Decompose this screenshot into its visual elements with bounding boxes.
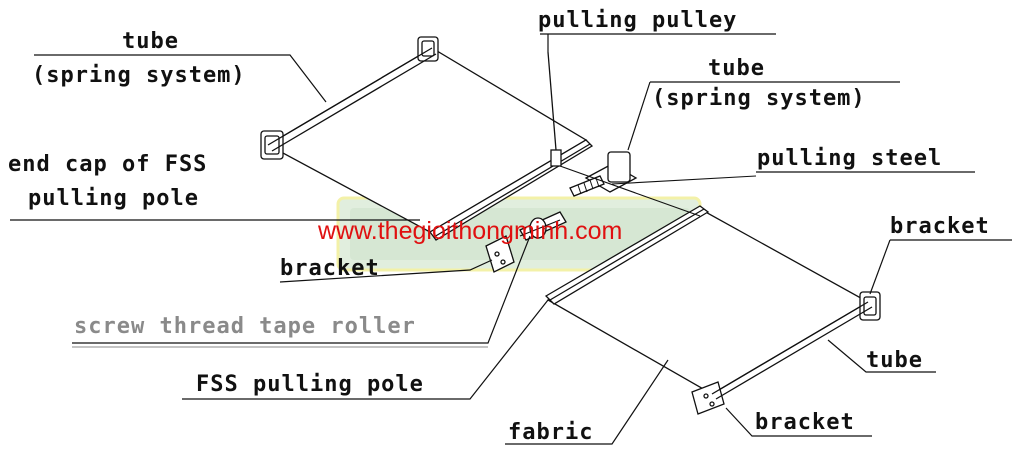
pulling-pulley-part [547,51,562,167]
label-tube-left: tube [122,29,179,54]
leader-lines [10,33,1012,445]
watermark-text: www.thegioithongminh.com [318,217,623,245]
pulling-steel-wire [519,165,757,237]
upper-shade [260,36,594,241]
label-pulling-steel: pulling steel [757,146,943,171]
label-bracket-bottom: bracket [755,410,855,435]
label-tube-lower: tube [866,348,923,373]
label-bracket-right-top: bracket [890,214,990,239]
label-pulling-pulley: pulling pulley [538,8,738,33]
label-screw-thread: screw thread tape roller [74,314,416,339]
label-spring-left: (spring system) [32,63,246,88]
label-fss-pole: FSS pulling pole [196,372,424,397]
label-fabric: fabric [508,420,594,445]
spring-tube [569,151,638,197]
label-bracket-mid: bracket [280,256,380,281]
label-end-cap-line1: end cap of FSS [8,152,208,177]
label-tube-right: tube [708,56,765,81]
label-end-cap-line2: pulling pole [28,186,199,211]
lower-shade [544,205,881,415]
middle-bracket [485,211,567,273]
label-spring-right: (spring system) [652,86,866,111]
